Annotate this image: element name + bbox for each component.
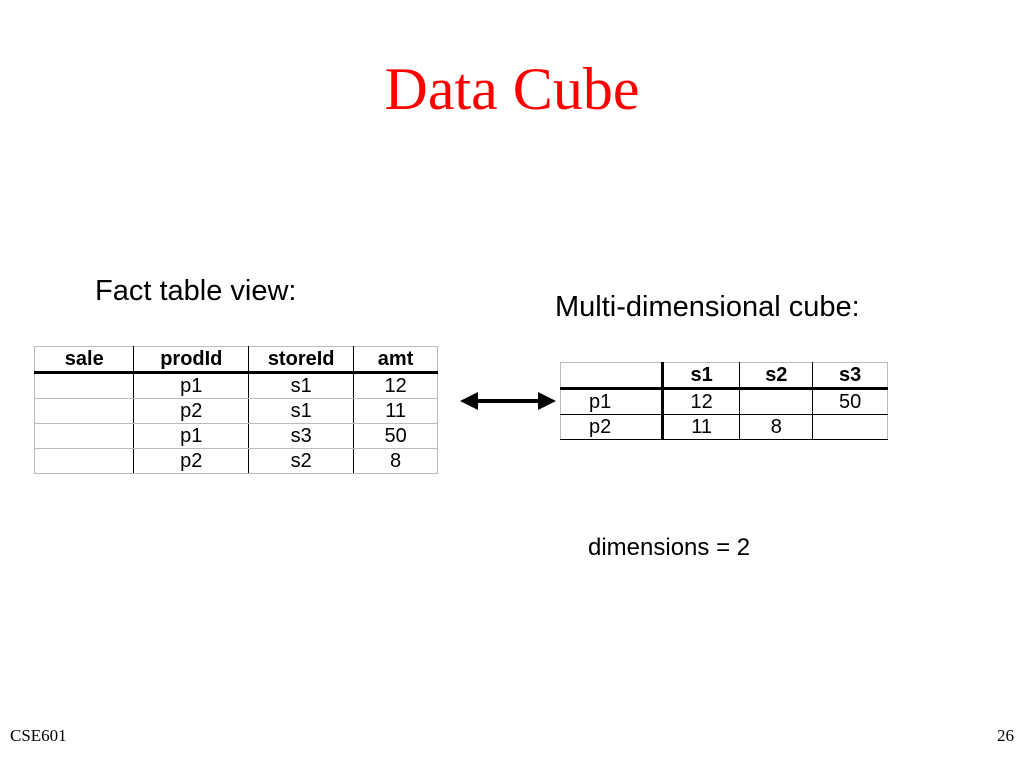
fact-cell: p2 [133, 448, 250, 474]
fact-cell [33, 423, 135, 449]
fact-cell: 50 [353, 423, 438, 449]
cube-header-s2: s2 [739, 362, 814, 390]
slide-title: Data Cube [384, 56, 640, 122]
cube-cell: 12 [662, 388, 741, 415]
fact-cell: 8 [353, 448, 438, 474]
double-arrow-icon [460, 392, 556, 410]
fact-table: sale prodId storeId amt p1 s1 12 p2 s1 1… [33, 346, 438, 474]
cube-cell: 50 [812, 388, 888, 415]
cube-row-label: p1 [560, 388, 664, 415]
cube-cell: 8 [739, 414, 814, 440]
cube-row-label: p2 [560, 414, 664, 440]
table-row: p2 s1 11 [33, 398, 438, 424]
fact-cell [33, 398, 135, 424]
fact-cell: p2 [133, 398, 250, 424]
fact-table-header-row: sale prodId storeId amt [33, 346, 438, 374]
fact-cell: p1 [133, 423, 250, 449]
cube-header-corner [560, 362, 664, 390]
fact-cell: 12 [353, 372, 438, 399]
cube-table-header-row: s1 s2 s3 [560, 362, 888, 390]
cube-cell: 11 [662, 414, 741, 440]
cube-label: Multi-dimensional cube: [555, 291, 860, 323]
fact-cell: s3 [248, 423, 355, 449]
cube-header-s1: s1 [662, 362, 741, 390]
cube-cell [812, 414, 888, 440]
fact-header-sale: sale [33, 346, 135, 374]
footer-page-number: 26 [997, 726, 1014, 745]
table-row: p2 11 8 [560, 414, 888, 440]
fact-header-storeid: storeId [248, 346, 355, 374]
cube-header-s3: s3 [812, 362, 888, 390]
cube-cell [739, 388, 814, 415]
fact-header-amt: amt [353, 346, 438, 374]
dimensions-label: dimensions = 2 [588, 534, 751, 561]
footer-course: CSE601 [10, 726, 67, 745]
table-row: p1 s1 12 [33, 372, 438, 399]
fact-header-prodid: prodId [133, 346, 250, 374]
fact-cell [33, 448, 135, 474]
table-row: p2 s2 8 [33, 448, 438, 474]
fact-cell: p1 [133, 372, 250, 399]
fact-table-label: Fact table view: [95, 275, 297, 307]
cube-table: s1 s2 s3 p1 12 50 p2 11 8 [560, 362, 888, 440]
table-row: p1 12 50 [560, 388, 888, 415]
fact-cell: s1 [248, 398, 355, 424]
fact-cell [33, 372, 135, 399]
fact-cell: s1 [248, 372, 355, 399]
table-row: p1 s3 50 [33, 423, 438, 449]
fact-cell: 11 [353, 398, 438, 424]
fact-cell: s2 [248, 448, 355, 474]
